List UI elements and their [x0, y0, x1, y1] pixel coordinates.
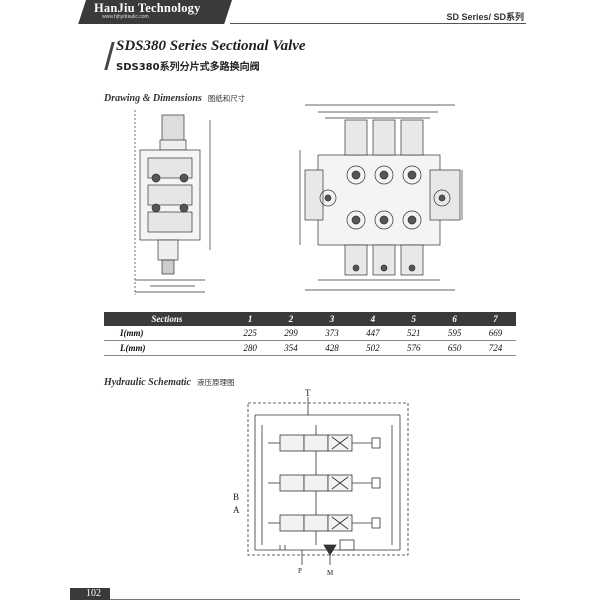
series-label: SD Series/ SD系列	[446, 12, 524, 22]
technical-drawing	[134, 104, 463, 295]
table-header-cell: 7	[475, 312, 516, 326]
table-cell: 225	[229, 326, 271, 341]
table-cell: 595	[434, 326, 476, 341]
table-cell: 521	[393, 326, 435, 341]
table-cell: 724	[475, 340, 516, 356]
page-header: HanJiu Technology www.hjhydraulic.com SD…	[0, 0, 600, 24]
table-cell: 428	[311, 340, 353, 356]
table-cell: 669	[475, 326, 516, 341]
table-cell: 576	[393, 340, 435, 356]
table-cell: 502	[352, 340, 394, 356]
port-b-label: B	[233, 492, 239, 502]
title-accent-bar	[104, 42, 115, 70]
schematic-label-en: Hydraulic Schematic	[104, 377, 191, 388]
page-number-box	[70, 588, 110, 600]
table-cell: 373	[311, 326, 353, 341]
side-view-drawing	[134, 110, 211, 295]
table-header-cell: Sections	[104, 312, 230, 326]
row-label: I(mm)	[104, 326, 230, 341]
front-view-drawing	[299, 104, 463, 291]
port-a-label: A	[233, 505, 240, 515]
drawing-label-cn: 图纸和尺寸	[207, 94, 246, 103]
page-number: 102	[86, 588, 101, 599]
table-cell: 299	[270, 326, 312, 341]
table-cell: 447	[352, 326, 394, 341]
brand-name: HanJiu Technology	[94, 1, 201, 15]
table-header-row: Sections 1 2 3 4 5 6 7	[104, 312, 516, 326]
schematic-label-cn: 液压原理图	[196, 378, 235, 387]
row-label: L(mm)	[104, 340, 230, 356]
table-cell: 354	[270, 340, 312, 356]
port-t-label: T	[305, 388, 311, 398]
table-row: I(mm) 225 299 373 447 521 595 669	[104, 326, 516, 341]
drawing-label-en: Drawing & Dimensions	[104, 93, 202, 104]
table-header-cell: 4	[352, 312, 394, 326]
brand-url: www.hjhydraulic.com	[102, 14, 149, 20]
dimensions-table: Sections 1 2 3 4 5 6 7 I(mm) 225 299 373…	[104, 312, 516, 356]
header-divider	[230, 23, 526, 24]
table-header-cell: 1	[229, 312, 271, 326]
hydraulic-schematic: T B A P M	[233, 388, 409, 577]
table-row: L(mm) 280 354 428 502 576 650 724	[104, 340, 516, 356]
table-cell: 650	[434, 340, 476, 356]
table-header-cell: 2	[270, 312, 312, 326]
table-header-cell: 3	[311, 312, 353, 326]
port-p-label: P	[298, 567, 302, 575]
schematic-section-label: Hydraulic Schematic 液压原理图	[104, 377, 234, 388]
page-title: SDS380 Series Sectional Valve	[116, 38, 306, 54]
drawing-section-label: Drawing & Dimensions 图纸和尺寸	[104, 93, 245, 104]
port-m-label: M	[327, 569, 334, 577]
table-header-cell: 5	[393, 312, 435, 326]
page-subtitle-cn: SDS380系列分片式多路换向阀	[116, 62, 260, 73]
table-cell: 280	[229, 340, 271, 356]
table-header-cell: 6	[434, 312, 476, 326]
